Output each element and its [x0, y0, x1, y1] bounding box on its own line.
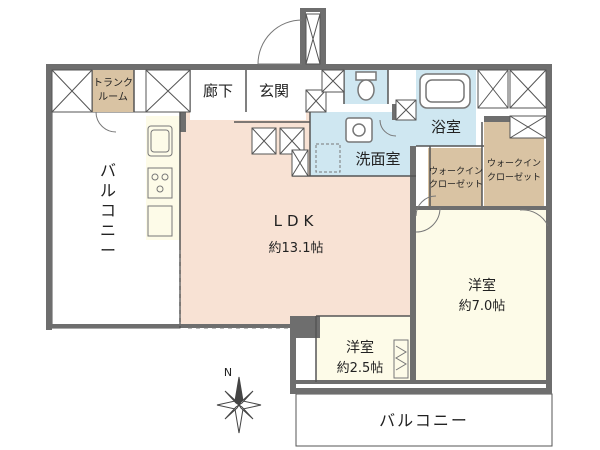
balcony-west-label: バ ル コ ニ ー: [100, 161, 116, 260]
western-room-small-size: 約2.5帖: [337, 361, 384, 376]
trunk-room-floor: [92, 70, 134, 112]
walkin-closet-1-label-2: クローゼット: [429, 178, 483, 190]
small-room-closet: [393, 339, 409, 379]
washbasin: [345, 117, 373, 143]
svg-text:ー: ー: [100, 241, 116, 260]
compass-rose-icon: [216, 376, 262, 434]
bathroom-label: 浴室: [431, 118, 461, 136]
western-room-large-name: 洋室: [468, 277, 496, 294]
western-room-small-floor: [316, 316, 416, 382]
svg-text:ニ: ニ: [100, 221, 116, 240]
toilet: [355, 71, 377, 101]
western-room-small-name: 洋室: [346, 339, 374, 356]
ldk-floor-ext: [292, 175, 416, 215]
svg-text:バ: バ: [100, 161, 116, 180]
balcony-south-area: [295, 393, 553, 447]
ldk-name-label: LDK: [274, 212, 319, 230]
trunk-room-label: トランク: [93, 77, 133, 89]
hallway-label: 廊下: [203, 82, 233, 100]
hallway-floor: [190, 70, 306, 120]
entrance-label: 玄関: [259, 82, 289, 100]
shaft-boxes: [51, 13, 547, 177]
trunk-room-label-2: ルーム: [98, 91, 128, 103]
doors: [95, 19, 549, 329]
svg-text:ル: ル: [100, 181, 116, 200]
western-room-large-floor: [416, 210, 548, 382]
ldk-size-label: 約13.1帖: [269, 241, 324, 256]
balcony-south-label: バルコニー: [379, 411, 469, 430]
compass-north-label: N: [224, 366, 232, 379]
kitchen-counter: [147, 125, 173, 237]
western-room-large-size: 約7.0帖: [459, 299, 506, 314]
laundry-pan: [315, 143, 341, 173]
svg-text:コ: コ: [100, 201, 116, 220]
washroom-label: 洗面室: [355, 150, 400, 168]
walkin-closet-1-floor: [428, 148, 482, 206]
walkin-closet-2-label-2: クローゼット: [487, 171, 541, 183]
walkin-closet-2-label: ウォークイン: [487, 158, 541, 169]
walkin-closet-1-label: ウォークイン: [429, 166, 483, 177]
bathtub: [419, 73, 471, 109]
